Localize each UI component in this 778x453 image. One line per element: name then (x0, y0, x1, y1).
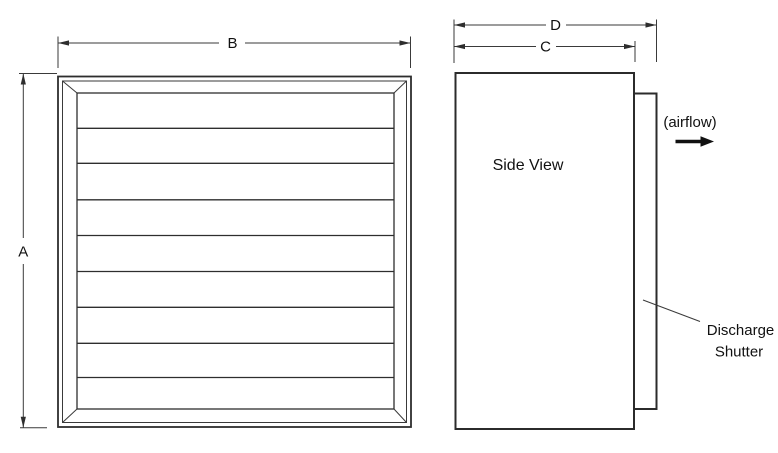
dimension-a: A (18, 73, 57, 429)
side-view: Side View (454, 72, 658, 430)
dim-arrow-right-icon (624, 43, 635, 50)
airflow-annotation: (airflow) (663, 114, 717, 147)
front-view-inner-frame (62, 80, 407, 423)
dimension-c: C (454, 38, 636, 62)
corner-bevel-line-bottom-right (393, 408, 407, 423)
louver-opening (76, 92, 395, 410)
airflow-label: (airflow) (663, 114, 716, 131)
dim-arrow-left-icon (454, 22, 465, 28)
discharge-shutter-callout: Discharge Shutter (642, 299, 775, 361)
dim-a-label: A (18, 244, 28, 261)
discharge-shutter-panel (633, 92, 658, 410)
dim-arrow-right-icon (645, 22, 657, 28)
dim-arrow-left-icon (58, 40, 69, 46)
side-view-label: Side View (493, 157, 564, 174)
corner-bevel-line-bottom-left (62, 408, 78, 423)
side-view-body (454, 72, 635, 430)
corner-bevel-line-top-right (393, 80, 407, 94)
dim-arrow-right-icon (399, 40, 411, 46)
callout-text-line2: Shutter (715, 344, 763, 361)
airflow-arrow-icon (700, 136, 714, 147)
dim-arrow-down-icon (20, 416, 26, 428)
callout-text-line1: Discharge (707, 322, 775, 339)
dim-arrow-left-icon (454, 43, 465, 50)
dim-d-label: D (550, 17, 561, 34)
dimension-d: D (453, 17, 657, 63)
dim-b-label: B (227, 35, 237, 52)
louver-slats (77, 127, 394, 379)
front-view (57, 75, 412, 428)
front-view-outer-frame (57, 75, 412, 428)
dimension-b: B (57, 35, 411, 68)
corner-bevel-line-top-left (62, 80, 78, 94)
callout-leader-line (642, 299, 701, 322)
dim-arrow-up-icon (20, 73, 26, 85)
dim-c-label: C (540, 38, 551, 55)
